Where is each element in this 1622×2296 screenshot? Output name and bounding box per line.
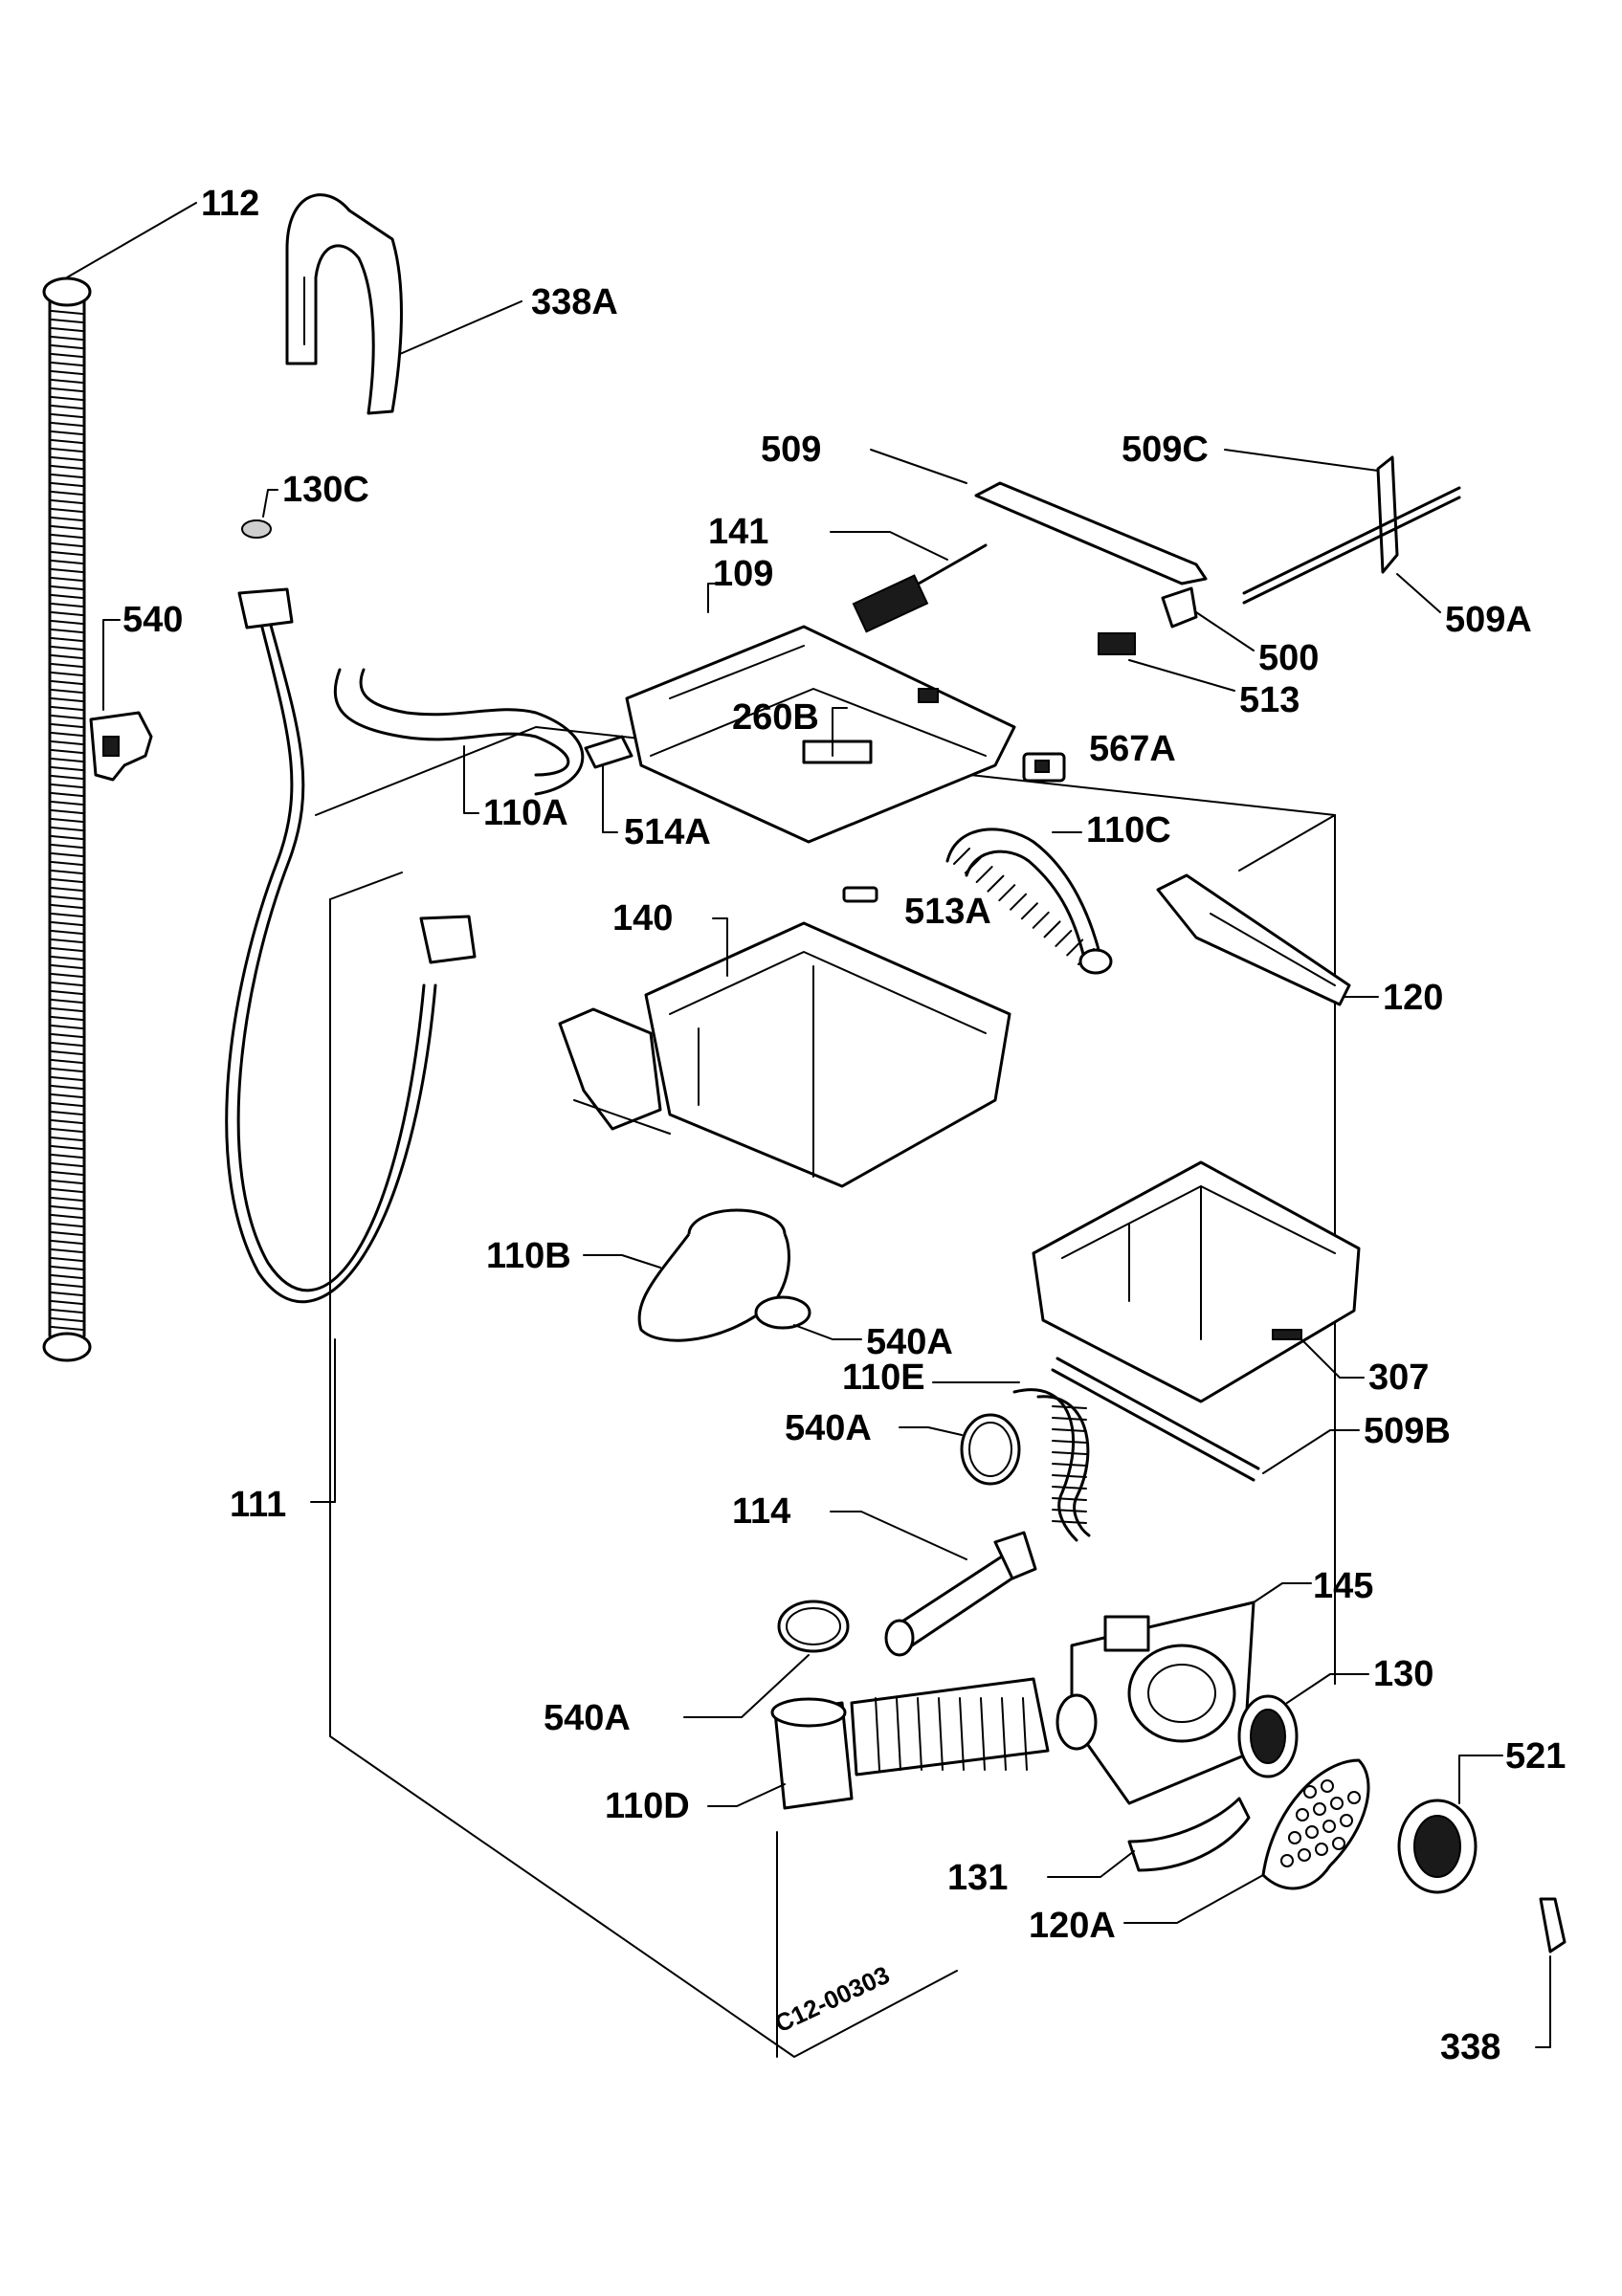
part-500-actuator	[1161, 586, 1255, 651]
part-540a-clamp-2	[899, 1413, 1021, 1486]
part-509-lever	[870, 449, 1208, 585]
label-338a: 338A	[531, 282, 618, 322]
part-509b-rod	[1051, 1357, 1360, 1482]
part-120-drawer-cover	[1156, 873, 1379, 1006]
label-540a-2: 540A	[785, 1408, 872, 1448]
label-500: 500	[1258, 638, 1319, 678]
part-514a-fitting	[584, 735, 633, 833]
part-112-hose	[42, 202, 197, 1362]
label-112: 112	[201, 184, 259, 224]
label-145: 145	[1313, 1566, 1373, 1606]
label-110a: 110A	[483, 793, 568, 833]
part-521-knob	[1397, 1755, 1503, 1894]
label-130: 130	[1373, 1654, 1433, 1694]
label-540a-3: 540A	[544, 1698, 631, 1738]
part-540a-clamp-3	[683, 1600, 850, 1718]
label-110b: 110B	[486, 1236, 571, 1276]
part-110e-hose	[932, 1381, 1091, 1542]
label-141: 141	[708, 512, 768, 552]
part-130c-washer	[241, 489, 278, 539]
label-109: 109	[713, 554, 773, 594]
part-110c-hose	[945, 828, 1113, 975]
label-120a: 120A	[1029, 1906, 1116, 1946]
label-110c: 110C	[1086, 810, 1171, 850]
label-509c: 509C	[1122, 430, 1209, 470]
part-141-connector	[830, 531, 988, 633]
part-513a-screw	[842, 886, 878, 903]
part-110d-bellows	[707, 1677, 1050, 1810]
label-567a: 567A	[1089, 729, 1176, 769]
label-509b: 509B	[1364, 1411, 1451, 1451]
part-114-hose	[830, 1511, 1037, 1657]
part-567a-clip	[1022, 752, 1066, 783]
label-540a-1: 540A	[866, 1322, 953, 1362]
label-521: 521	[1505, 1736, 1566, 1777]
part-140-dispenser-housing	[558, 917, 1011, 1188]
part-338a-hanger	[285, 193, 522, 415]
label-514a: 514A	[624, 812, 711, 852]
label-131: 131	[947, 1858, 1008, 1898]
part-131-clip	[1047, 1797, 1251, 1878]
part-338-clip	[1535, 1897, 1566, 2048]
part-111-inlet-hose	[225, 587, 477, 1503]
label-140: 140	[612, 898, 673, 938]
label-120: 120	[1383, 978, 1443, 1018]
label-513a: 513A	[904, 892, 991, 932]
part-540-clip	[89, 619, 153, 782]
label-307: 307	[1368, 1358, 1429, 1398]
label-110e: 110E	[842, 1358, 925, 1398]
label-110d: 110D	[605, 1786, 690, 1826]
label-130c: 130C	[282, 470, 369, 510]
label-111: 111	[230, 1485, 286, 1525]
label-509: 509	[761, 430, 821, 470]
label-260b: 260B	[732, 697, 819, 738]
label-509a: 509A	[1445, 600, 1532, 640]
drawing-code: C12-00303	[770, 1960, 894, 2039]
part-509c-rod	[1224, 449, 1461, 613]
part-513-switch	[1098, 632, 1235, 692]
part-110b-hose	[583, 1208, 862, 1342]
part-110a-hose	[333, 668, 585, 814]
part-307-drawer	[1032, 1160, 1365, 1403]
part-130-seal	[1237, 1673, 1369, 1778]
part-109-frame	[625, 583, 1016, 844]
part-145-pump-housing	[1055, 1582, 1312, 1805]
label-513: 513	[1239, 680, 1300, 720]
label-114: 114	[732, 1491, 790, 1532]
label-540: 540	[122, 600, 183, 640]
label-338: 338	[1440, 2027, 1500, 2067]
part-120a-filter	[1123, 1758, 1370, 1924]
